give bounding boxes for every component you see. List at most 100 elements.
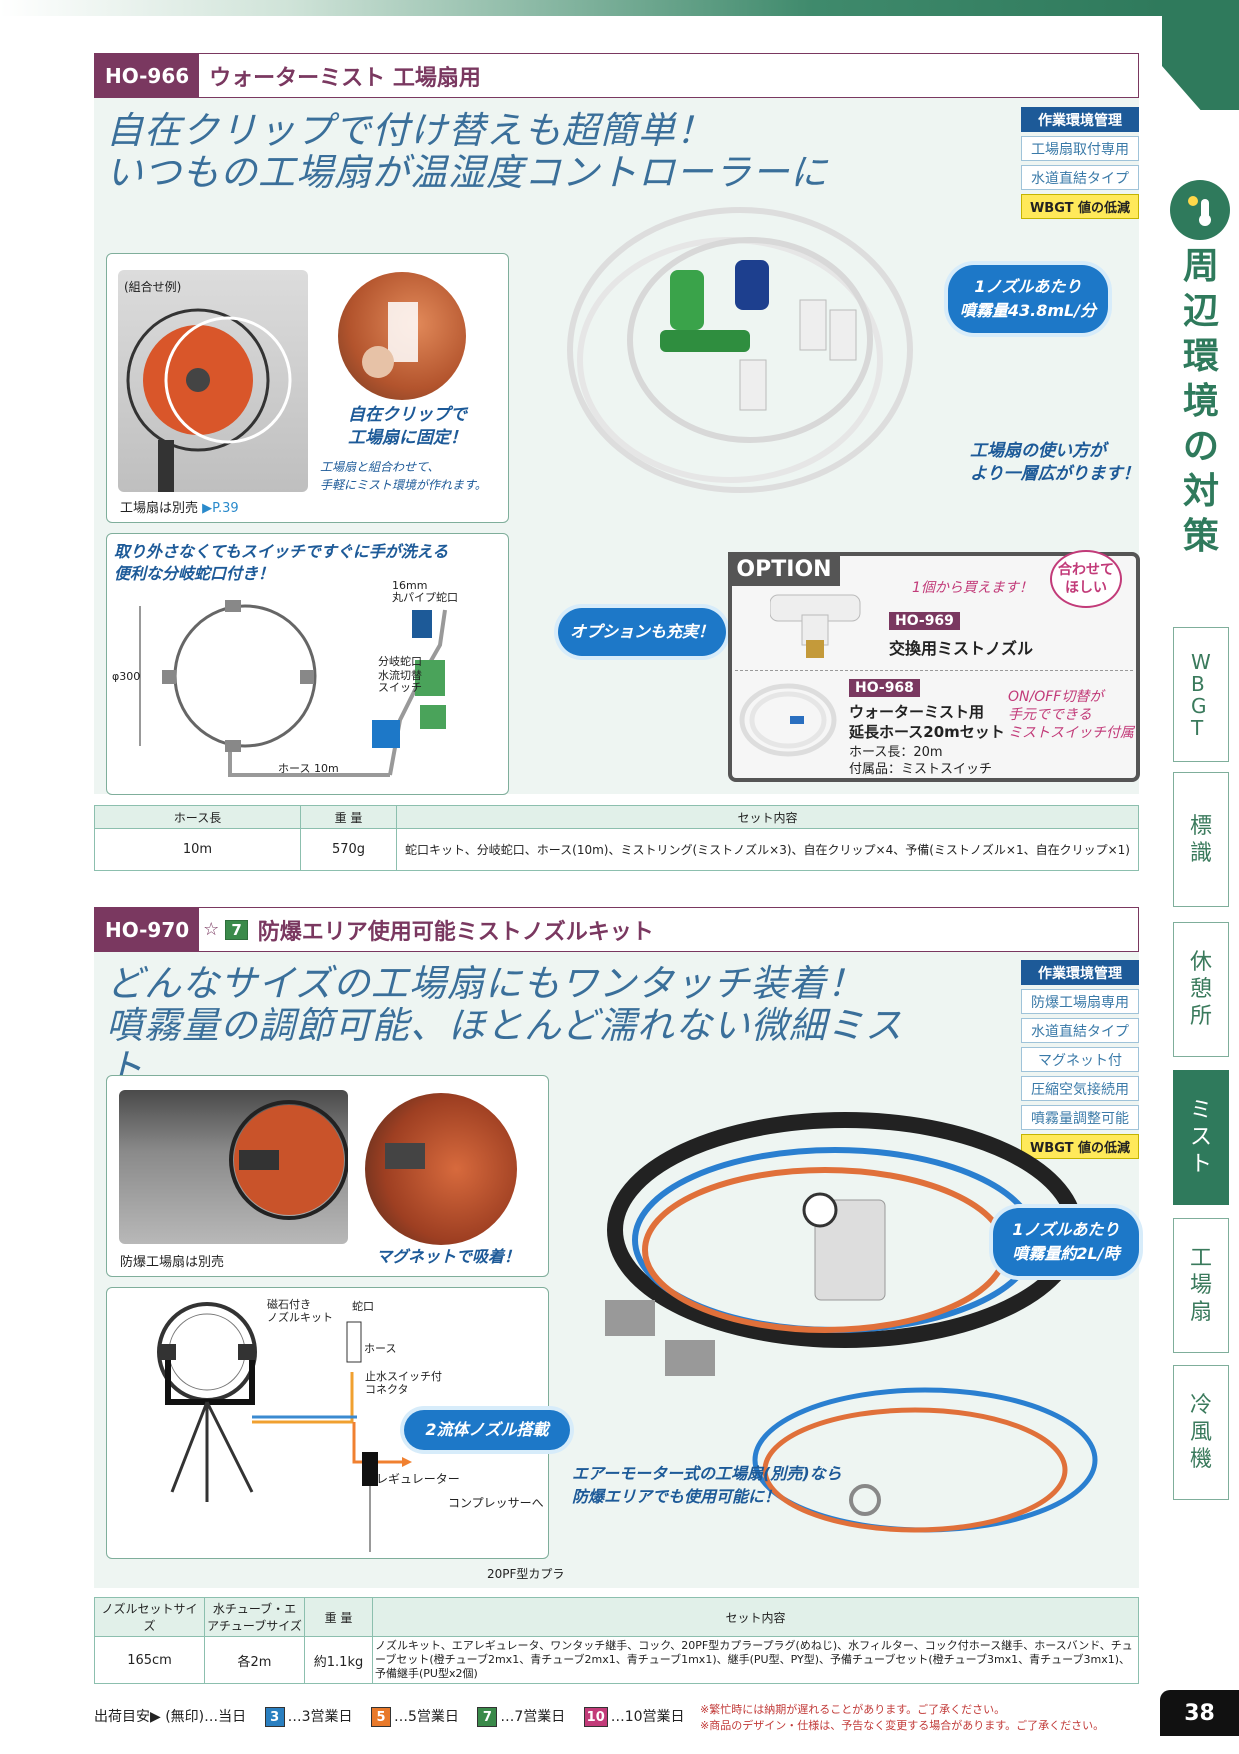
section1-headline: 自在クリップで付け替えも超簡単！ いつもの工場扇が温湿度コントローラーに bbox=[106, 110, 906, 194]
tab-cooler[interactable]: 冷風機 bbox=[1173, 1365, 1229, 1500]
coiled-hose-icon bbox=[739, 683, 837, 757]
tag: 作業環境管理 bbox=[1021, 960, 1139, 985]
badge-3: 3 bbox=[264, 1707, 285, 1727]
delivery-badge: 7 bbox=[225, 919, 248, 940]
compressor-label: コンプレッサーへ bbox=[448, 1496, 544, 1510]
regulator-label: レギュレーター bbox=[376, 1472, 460, 1486]
clip-caption: 自在クリップで 工場扇に固定！ bbox=[348, 404, 467, 450]
tag: 噴霧量調整可能 bbox=[1021, 1105, 1139, 1130]
section2-header: HO-970 ☆ 7 防爆エリア使用可能ミストノズルキット bbox=[94, 907, 1139, 952]
fan-connection-diagram bbox=[157, 1302, 412, 1552]
badge-5: 5 bbox=[370, 1707, 391, 1727]
tag: 工場扇取付専用 bbox=[1021, 136, 1139, 161]
clip-text: 工場扇と組合わせて、 手軽にミスト環境が作れます。 bbox=[320, 458, 487, 494]
tag: 水道直結タイプ bbox=[1021, 165, 1139, 190]
tag: WBGT 値の低減 bbox=[1021, 1134, 1139, 1159]
fan-note: 工場扇は別売 bbox=[120, 501, 199, 516]
diameter-label: φ300 bbox=[112, 670, 141, 683]
hose-kit-photo bbox=[560, 190, 940, 550]
category-icon bbox=[1170, 180, 1230, 240]
nozzle-tee-icon bbox=[770, 594, 861, 658]
clip-text-1: 工場扇と組合わせて、 bbox=[320, 460, 440, 474]
tab-signs[interactable]: 標識 bbox=[1173, 772, 1229, 907]
switch-label: 水流切替スイッチ bbox=[378, 669, 422, 694]
product-title: ウォーターミスト 工場扇用 bbox=[209, 65, 481, 91]
section-heading: 周辺環境の対策 bbox=[1182, 246, 1219, 557]
fan-icon bbox=[126, 308, 292, 492]
product-code: HO-970 bbox=[95, 908, 200, 951]
option-divider bbox=[735, 670, 1133, 671]
air-motor-note: エアーモーター式の工場扇(別売)なら 防爆エリアでも使用可能に！ bbox=[572, 1464, 842, 1506]
option-bubble: オプションも充実！ bbox=[558, 608, 726, 656]
corner-tab bbox=[1162, 0, 1239, 110]
tab-rest-area[interactable]: 休憩所 bbox=[1173, 922, 1229, 1057]
diagram-title: 取り外さなくてもスイッチですぐに手が洗える 便利な分岐蛇口付き！ bbox=[114, 542, 449, 583]
clip-photo bbox=[338, 272, 466, 400]
badge-10: 10 bbox=[583, 1707, 608, 1727]
section2-headline: どんなサイズの工場扇にもワンタッチ装着！ 噴霧量の調節可能、ほとんど濡れない微細… bbox=[106, 962, 903, 1089]
fan-icon bbox=[229, 1100, 348, 1220]
opt1-code: HO-969 bbox=[889, 612, 960, 630]
two-fluid-bubble: 2流体ノズル搭載 bbox=[404, 1410, 570, 1450]
section1-header: HO-966 ウォーターミスト 工場扇用 bbox=[94, 53, 1139, 98]
opt2-name: ウォーターミスト用延長ホース20mセット bbox=[849, 703, 1005, 741]
opt2-note: ON/OFF切替が手元でできるミストスイッチ付属 bbox=[1008, 689, 1134, 741]
spray-rate-bubble: 1ノズルあたり噴霧量約2L/時 bbox=[993, 1208, 1139, 1276]
section2-tags: 作業環境管理 防爆工場扇専用 水道直結タイプ マグネット付 圧縮空気接続用 噴霧… bbox=[1021, 960, 1139, 1163]
magnet-photo bbox=[365, 1093, 517, 1245]
opt2-code: HO-968 bbox=[849, 679, 920, 697]
hose-coil-icon bbox=[567, 207, 913, 493]
mist-ring-diagram bbox=[139, 600, 447, 777]
tag: 防爆工場扇専用 bbox=[1021, 989, 1139, 1014]
tab-factory-fan[interactable]: 工場扇 bbox=[1173, 1218, 1229, 1353]
star-icon: ☆ bbox=[203, 919, 220, 940]
option-buy-note: 1個から買えます！ bbox=[912, 580, 1033, 596]
tag: マグネット付 bbox=[1021, 1047, 1139, 1072]
clip-icon bbox=[362, 302, 418, 378]
hose-length-label: ホース 10m bbox=[278, 762, 339, 775]
thermometer-icon bbox=[1188, 196, 1211, 226]
headline-line1: 自在クリップで付け替えも超簡単！ bbox=[106, 109, 714, 152]
tag: 圧縮空気接続用 bbox=[1021, 1076, 1139, 1101]
tab-mist[interactable]: ミスト bbox=[1173, 1070, 1229, 1205]
fan-photo bbox=[118, 270, 308, 492]
clip-text-2: 手軽にミスト環境が作れます。 bbox=[320, 478, 487, 492]
option-title: OPTION bbox=[728, 552, 840, 586]
coupler-label: 20PF型カプラ bbox=[487, 1567, 565, 1581]
page-number: 38 bbox=[1160, 1690, 1239, 1736]
clip-title-2: 工場扇に固定！ bbox=[348, 428, 467, 448]
tag: WBGT 値の低減 bbox=[1021, 194, 1139, 219]
branch-label: 分岐蛇口 bbox=[378, 655, 422, 668]
tab-wbgt[interactable]: WBGT bbox=[1173, 627, 1229, 762]
magnet-icon bbox=[385, 1143, 425, 1169]
opt1-name: 交換用ミストノズル bbox=[889, 639, 1034, 658]
fan-sold-separately: 工場扇は別売 ▶P.39 bbox=[120, 497, 239, 516]
connector-label: 止水スイッチ付コネクタ bbox=[365, 1370, 442, 1396]
tap-label: 蛇口 bbox=[352, 1300, 374, 1313]
badge-7: 7 bbox=[477, 1707, 498, 1727]
product-code: HO-966 bbox=[95, 54, 200, 97]
page-link[interactable]: ▶P.39 bbox=[202, 501, 239, 516]
footer-notes: ※繁忙時には納期が遅れることがあります。ご了承ください。 ※商品のデザイン・仕様… bbox=[700, 1703, 1105, 1732]
tag: 作業環境管理 bbox=[1021, 107, 1139, 132]
shipping-legend: 出荷目安▶ (無印)…当日 3…3営業日 5…5営業日 7…7営業日 10…10… bbox=[94, 1707, 685, 1727]
magnet-caption: マグネットで吸着！ bbox=[376, 1247, 521, 1266]
section1-tags: 作業環境管理 工場扇取付専用 水道直結タイプ WBGT 値の低減 bbox=[1021, 107, 1139, 223]
usage-caption: 工場扇の使い方が より一層広がります！ bbox=[970, 441, 1140, 484]
clip-title-1: 自在クリップで bbox=[348, 405, 467, 425]
nozzle-kit-label: 磁石付きノズルキット bbox=[267, 1298, 333, 1324]
hose-label: ホース bbox=[364, 1342, 397, 1355]
fan-note: 防爆工場扇は別売 bbox=[120, 1255, 225, 1270]
product-title: 防爆エリア使用可能ミストノズルキット bbox=[257, 919, 654, 945]
example-label: (組合せ例) bbox=[124, 280, 182, 294]
headline-line2: いつもの工場扇が温湿度コントローラーに bbox=[106, 151, 828, 194]
option-sticker: 合わせてほしい bbox=[1050, 550, 1122, 608]
spray-rate-bubble: 1ノズルあたり噴霧量43.8mL/分 bbox=[948, 265, 1108, 333]
top-gradient-bar bbox=[0, 0, 1162, 16]
tag: 水道直結タイプ bbox=[1021, 1018, 1139, 1043]
explosion-proof-fan-photo bbox=[119, 1090, 348, 1244]
